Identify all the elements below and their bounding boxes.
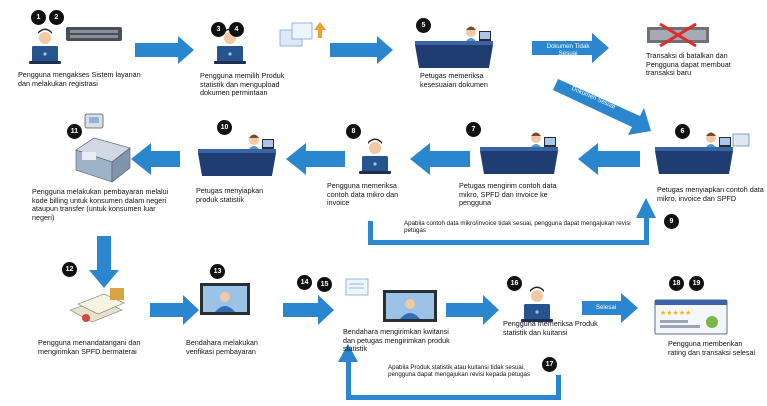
revision-loop-17 [338, 344, 561, 400]
officer-desk-icon [480, 132, 558, 174]
arrow-done [582, 293, 638, 323]
arrow-14-to-16 [446, 295, 499, 325]
step-caption: Pengguna melakukan pembayaran melalui ko… [32, 187, 169, 222]
arrow-8-to-10 [286, 143, 345, 175]
step-number-badge: 7 [466, 122, 481, 137]
step-number-badge: 9 [664, 214, 679, 229]
arrow-label-done: Selesai [595, 304, 617, 311]
step-number-badge: 17 [542, 357, 557, 372]
arrow-7-to-8 [410, 143, 470, 175]
step-number-badge: 15 [317, 277, 332, 292]
step-caption: Petugas memeriksa kesesuaian dokumen [420, 71, 488, 89]
step-number-badge: 12 [62, 262, 77, 277]
step-caption: Bendahara melakukan verifikasi pembayara… [186, 338, 258, 356]
revision-loop-9 [368, 198, 656, 245]
arrow-doc-not-ok [532, 33, 609, 63]
treasurer-icon [383, 290, 437, 322]
server-icon [66, 27, 122, 41]
arrow-1-to-3 [135, 36, 194, 64]
arrow-11-to-12 [89, 236, 119, 288]
step-caption: Petugas mengirim contoh data mikro, SPFD… [459, 181, 557, 208]
arrow-6-to-7 [578, 143, 640, 175]
step-number-badge: 10 [217, 120, 232, 135]
step-caption: Pengguna mengakses Sistem layanan dan me… [18, 70, 141, 88]
arrow-label-doc-not-ok: Dokumen Tidak Sesuai [546, 43, 590, 58]
officer-desk-icon [655, 132, 733, 174]
step-number-badge: 3 [211, 22, 226, 37]
monitor-icon [732, 133, 750, 147]
person-laptop-icon [521, 286, 553, 322]
step-caption: Pengguna memeriksa contoh data mikro dan… [327, 181, 399, 208]
step-number-badge: 14 [297, 275, 312, 290]
step-caption: Pengguna memberikan rating dan transaksi… [668, 339, 756, 357]
step-number-badge: 8 [346, 124, 361, 139]
arrow-3-to-5 [330, 36, 393, 64]
step-caption: Petugas menyiapkan contoh data mikro, in… [657, 185, 764, 203]
step-number-badge: 1 [31, 10, 46, 25]
treasurer-icon [200, 283, 250, 315]
arrow-13-to-14 [283, 295, 334, 325]
step-number-badge: 5 [416, 18, 431, 33]
step-number-badge: 13 [210, 264, 225, 279]
atm-payment-icon [75, 113, 131, 183]
step-caption: Transaksi di batalkan dan Pengguna dapat… [646, 51, 731, 78]
arrow-12-to-13 [150, 295, 199, 325]
step-caption: Pengguna menandatangani dan mengirimkan … [38, 338, 141, 356]
document-icon [345, 278, 369, 296]
step-number-badge: 19 [689, 276, 704, 291]
step-number-badge: 4 [229, 22, 244, 37]
officer-desk-icon [415, 26, 493, 68]
signed-document-icon [69, 288, 125, 323]
step-caption: Pengguna memeriksa Produk statistik dan … [503, 319, 598, 337]
step-caption: Pengguna memilih Produk statistik dan me… [200, 71, 285, 98]
step-number-badge: 6 [675, 124, 690, 139]
step-number-badge: 18 [669, 276, 684, 291]
step-number-badge: 16 [507, 276, 522, 291]
rating-screen-icon: ★★★★★ [654, 299, 728, 335]
step-caption: Petugas menyiapkan produk statistik [196, 186, 264, 204]
document-upload-icon [279, 22, 326, 47]
revision-note-17: Apabila Produk statistik atau kuitansi t… [388, 364, 531, 379]
revision-note-9: Apabila contoh data mikro/invoice tidak … [404, 220, 631, 235]
cancelled-transaction-icon [647, 22, 709, 48]
step-number-badge: 11 [67, 124, 82, 139]
arrow-doc-ok [553, 79, 651, 135]
step-number-badge: 2 [49, 10, 64, 25]
arrow-10-to-11 [131, 143, 180, 175]
svg-text:★★★★★: ★★★★★ [660, 309, 691, 317]
person-laptop-icon [359, 138, 391, 174]
officer-desk-icon [198, 134, 276, 176]
step-caption: Bendahara mengirimkan kwitansi dan petug… [343, 327, 450, 354]
person-laptop-icon [29, 28, 61, 64]
